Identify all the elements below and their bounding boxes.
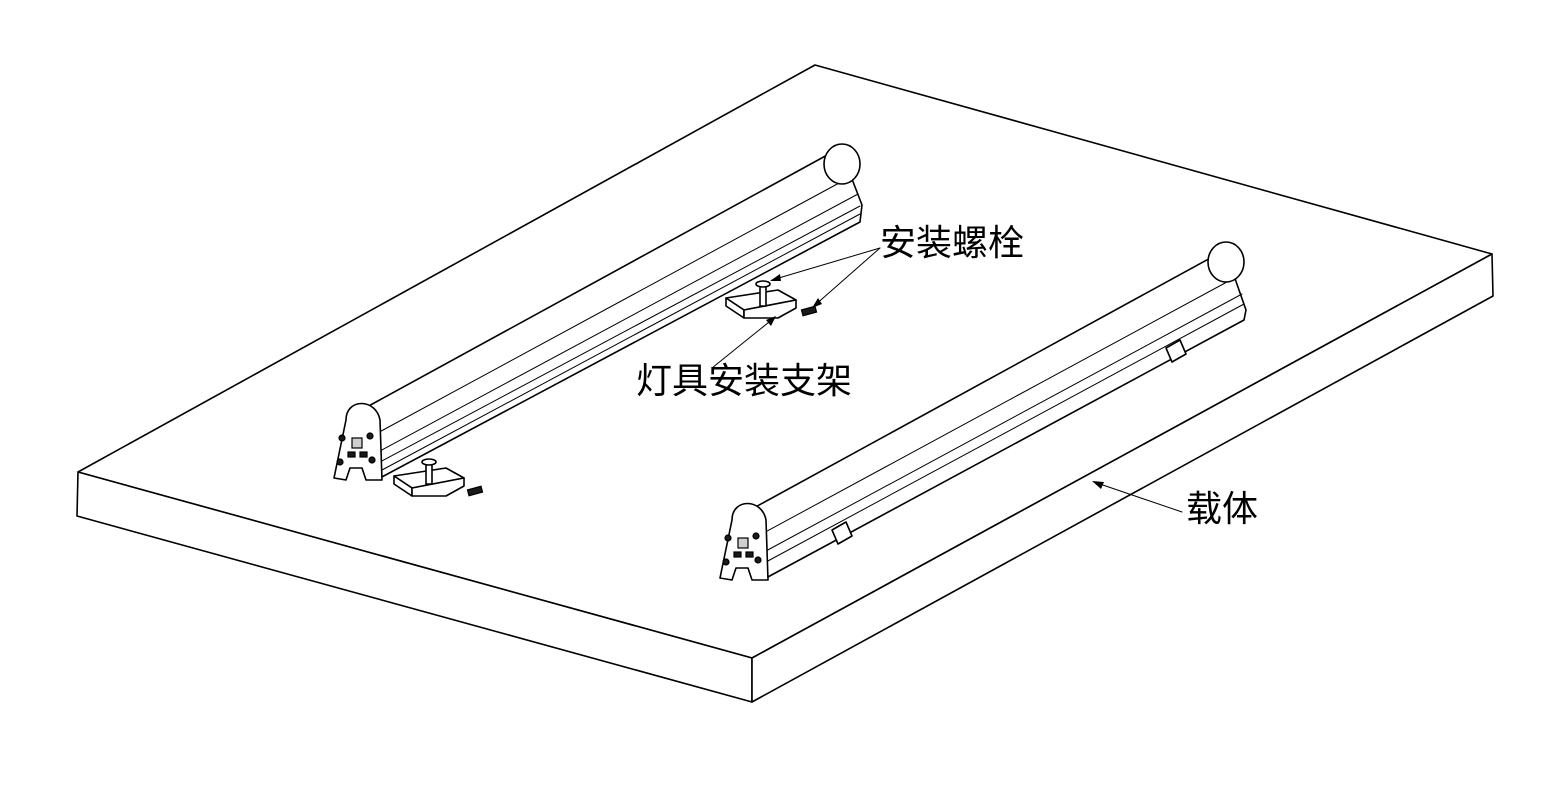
endcap-label-mark xyxy=(745,551,754,558)
fixture-right xyxy=(719,241,1247,581)
endcap-screw-icon xyxy=(368,456,376,464)
endcap-screw-icon xyxy=(336,458,344,466)
fixture-right-far-cap xyxy=(1207,241,1245,283)
endcap-screw-icon xyxy=(722,558,730,566)
fixture-right-clip xyxy=(831,521,853,545)
bracket-lower xyxy=(393,458,484,497)
fixture-left-rail-3 xyxy=(381,213,861,471)
bolt-head-icon xyxy=(755,280,771,288)
fixture-left-rail-2 xyxy=(379,205,861,463)
arrowhead-icon xyxy=(1092,481,1104,489)
carrier-right-face xyxy=(751,253,1494,703)
fixture-left-far-cap xyxy=(823,143,861,185)
bolt-horizontal-icon xyxy=(800,305,818,317)
fixture-right-rail-1 xyxy=(763,293,1243,553)
endcap-label-mark xyxy=(347,451,356,458)
fixture-right-clip xyxy=(1165,339,1187,363)
leader-lines xyxy=(711,247,1183,513)
endcap-screw-icon xyxy=(752,532,760,540)
endcap-screw-icon xyxy=(366,432,374,440)
label-mounting-bolt: 安装螺栓 xyxy=(880,223,1025,264)
bracket-upper xyxy=(725,280,818,319)
leader-bolt-horizontal xyxy=(813,247,881,307)
fixture-left xyxy=(333,143,863,481)
arrowhead-icon xyxy=(766,316,776,326)
endcap-label-mark xyxy=(359,451,368,458)
bolt-head-icon xyxy=(421,458,437,466)
endcap-screw-icon xyxy=(724,534,732,542)
arrowhead-icon xyxy=(770,274,781,281)
endcap-screw-icon xyxy=(754,556,762,564)
fixture-right-rail-2 xyxy=(765,303,1245,563)
leader-carrier xyxy=(1093,481,1183,513)
endcap-screw-icon xyxy=(338,434,346,442)
fixture-left-lens-edge xyxy=(371,175,853,437)
bracket-upper-front xyxy=(743,299,797,319)
bolt-horizontal-icon xyxy=(466,485,484,497)
fixture-left-rail-1 xyxy=(377,193,859,453)
bracket-lower-front xyxy=(411,477,465,497)
endcap-label-mark xyxy=(733,551,742,558)
leader-bracket xyxy=(711,317,775,369)
endcap-connector-icon xyxy=(737,537,749,549)
carrier-plate xyxy=(76,64,1494,703)
label-carrier: 载体 xyxy=(1186,489,1259,530)
fixture-right-lens-edge xyxy=(757,275,1239,537)
arrowhead-icon xyxy=(812,298,822,308)
label-fixture-bracket: 灯具安装支架 xyxy=(636,361,853,402)
endcap-connector-icon xyxy=(351,437,363,449)
leader-bolt-vertical xyxy=(771,247,881,281)
